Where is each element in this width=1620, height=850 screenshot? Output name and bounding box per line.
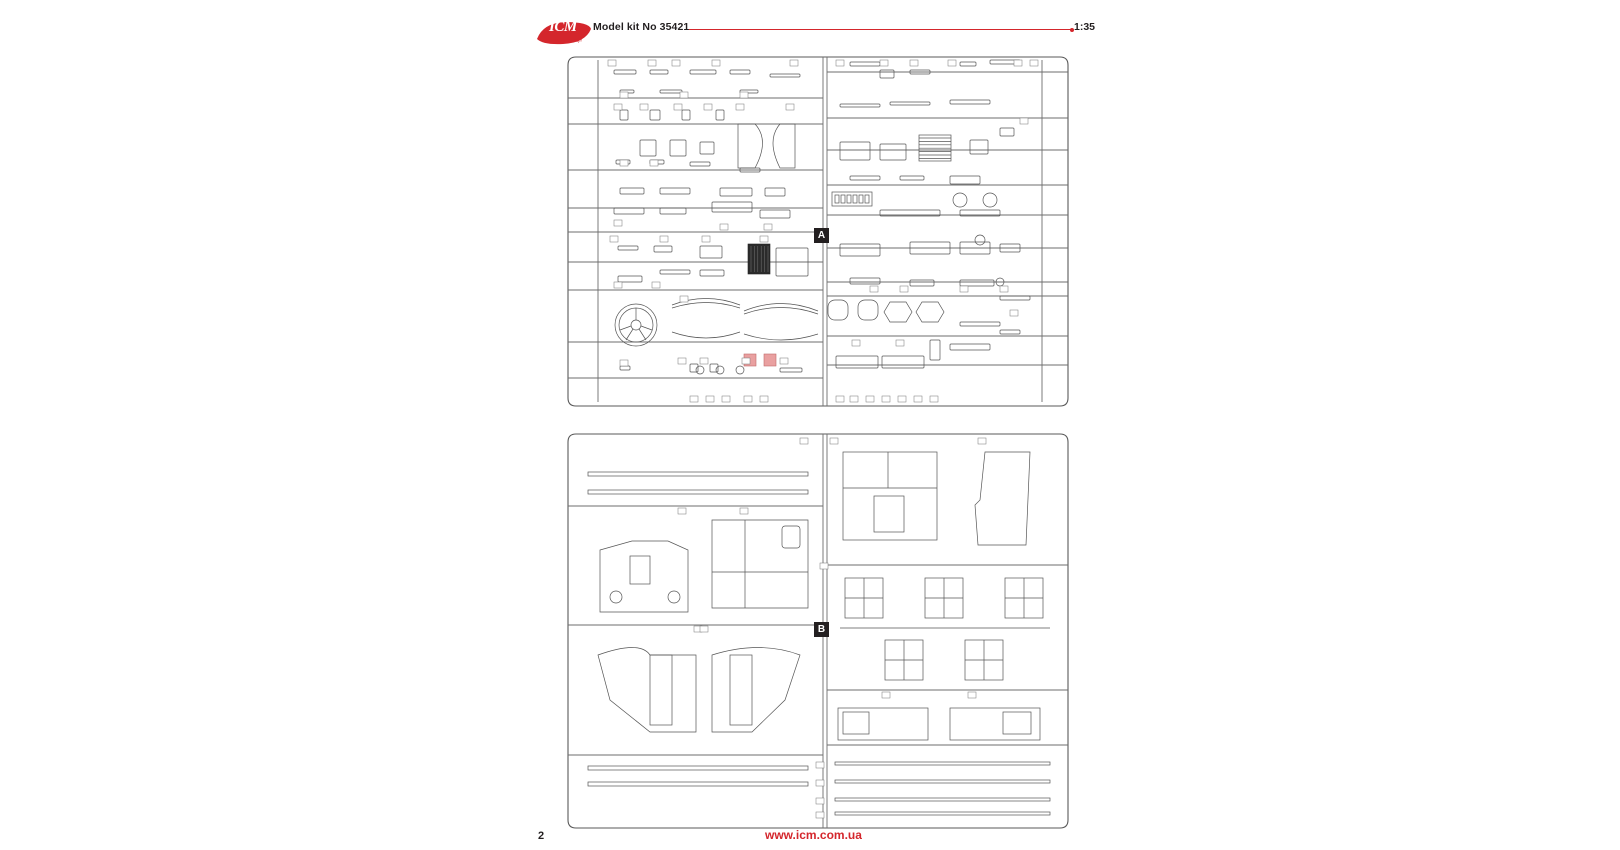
icm-logo — [537, 22, 591, 45]
page-number: 2 — [538, 830, 545, 842]
logo-wordmark: ICM — [549, 19, 577, 35]
sprue-a-label: A — [814, 228, 829, 243]
fender-parts — [737, 123, 796, 169]
logo-tagline: Way to the Top! — [554, 38, 583, 43]
slat-parts — [834, 761, 1051, 816]
headlight-parts — [827, 299, 945, 323]
hood-panel-part — [974, 451, 1031, 546]
highlight-part-56 — [763, 353, 777, 367]
leaf-spring-parts — [671, 298, 819, 341]
engine-block-part — [831, 191, 873, 207]
kit-number-title: Model kit No 35421 — [593, 21, 690, 33]
cab-rear-part — [599, 540, 689, 613]
door-parts — [597, 647, 801, 733]
seat-panel-parts — [837, 707, 1041, 741]
cab-floor-part — [711, 519, 809, 609]
sprue-a-diagram — [567, 56, 1069, 407]
footer-website-link[interactable]: www.icm.com.ua — [765, 828, 862, 842]
sprue-b-diagram — [567, 433, 1069, 829]
sprue-b-label: B — [814, 622, 829, 637]
cab-front-part — [842, 451, 938, 541]
header-divider — [689, 27, 1074, 33]
wheel-hub-part — [614, 303, 658, 347]
radiator-grille-part — [747, 243, 771, 275]
scale-label: 1:35 — [1074, 21, 1096, 33]
